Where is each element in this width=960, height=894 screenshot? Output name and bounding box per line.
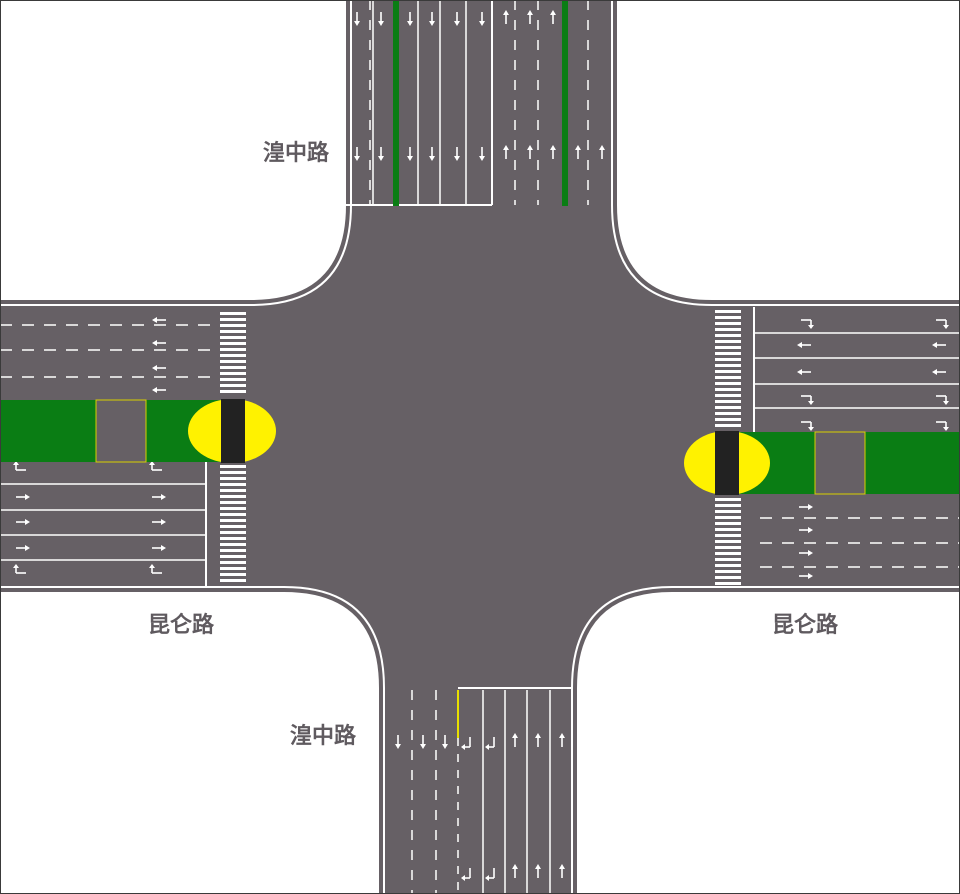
zebra-stripe (715, 334, 741, 337)
zebra-stripe (715, 534, 741, 537)
zebra-stripe (220, 567, 246, 570)
zebra-stripe (220, 324, 246, 327)
north-median-left (393, 0, 399, 206)
north-median-right (562, 0, 568, 206)
zebra-stripe (715, 516, 741, 519)
zebra-stripe (715, 528, 741, 531)
zebra-stripe (715, 340, 741, 343)
zebra-stripe (715, 418, 741, 421)
zebra-stripe (220, 384, 246, 387)
east-refuge-island (684, 431, 770, 495)
zebra-stripe (220, 330, 246, 333)
zebra-stripe (715, 328, 741, 331)
west-refuge-island (188, 399, 276, 463)
zebra-stripe (220, 336, 246, 339)
zebra-stripe (220, 372, 246, 375)
zebra-stripe (715, 358, 741, 361)
zebra-stripe (220, 507, 246, 510)
zebra-stripe (220, 531, 246, 534)
zebra-stripe (715, 376, 741, 379)
zebra-stripe (715, 540, 741, 543)
west-median-gap (95, 399, 147, 463)
zebra-stripe (220, 513, 246, 516)
west-road-label: 昆仑路 (148, 613, 215, 638)
zebra-stripe (220, 465, 246, 468)
zebra-stripe (715, 582, 741, 585)
zebra-stripe (715, 564, 741, 567)
zebra-stripe (715, 364, 741, 367)
zebra-stripe (220, 318, 246, 321)
zebra-stripe (220, 390, 246, 393)
zebra-stripe (715, 310, 741, 313)
zebra-stripe (715, 406, 741, 409)
zebra-stripe (220, 501, 246, 504)
zebra-stripe (715, 394, 741, 397)
zebra-stripe (715, 424, 741, 427)
zebra-stripe (715, 400, 741, 403)
zebra-stripe (220, 312, 246, 315)
east-median-gap (814, 431, 866, 495)
zebra-stripe (220, 543, 246, 546)
zebra-stripe (220, 471, 246, 474)
zebra-stripe (715, 370, 741, 373)
zebra-stripe (715, 510, 741, 513)
zebra-stripe (220, 354, 246, 357)
zebra-stripe (220, 483, 246, 486)
zebra-stripe (220, 549, 246, 552)
zebra-stripe (220, 579, 246, 582)
zebra-stripe (220, 555, 246, 558)
zebra-stripe (220, 477, 246, 480)
zebra-stripe (220, 537, 246, 540)
zebra-stripe (715, 546, 741, 549)
zebra-stripe (715, 576, 741, 579)
zebra-stripe (220, 525, 246, 528)
zebra-stripe (715, 346, 741, 349)
zebra-stripe (715, 352, 741, 355)
zebra-stripe (220, 342, 246, 345)
zebra-stripe (715, 412, 741, 415)
zebra-stripe (220, 489, 246, 492)
north-road-label: 湟中路 (263, 141, 330, 166)
zebra-stripe (715, 316, 741, 319)
zebra-stripe (715, 388, 741, 391)
zebra-stripe (220, 561, 246, 564)
zebra-stripe (220, 378, 246, 381)
zebra-stripe (715, 522, 741, 525)
zebra-stripe (715, 558, 741, 561)
east-road-label: 昆仑路 (772, 613, 839, 638)
zebra-stripe (715, 570, 741, 573)
zebra-stripe (220, 360, 246, 363)
zebra-stripe (220, 573, 246, 576)
zebra-stripe (220, 495, 246, 498)
south-road-label: 湟中路 (290, 724, 357, 749)
zebra-stripe (220, 366, 246, 369)
zebra-stripe (715, 382, 741, 385)
zebra-stripe (715, 498, 741, 501)
zebra-stripe (715, 552, 741, 555)
zebra-stripe (220, 348, 246, 351)
zebra-stripe (715, 322, 741, 325)
zebra-stripe (715, 504, 741, 507)
zebra-stripe (220, 519, 246, 522)
